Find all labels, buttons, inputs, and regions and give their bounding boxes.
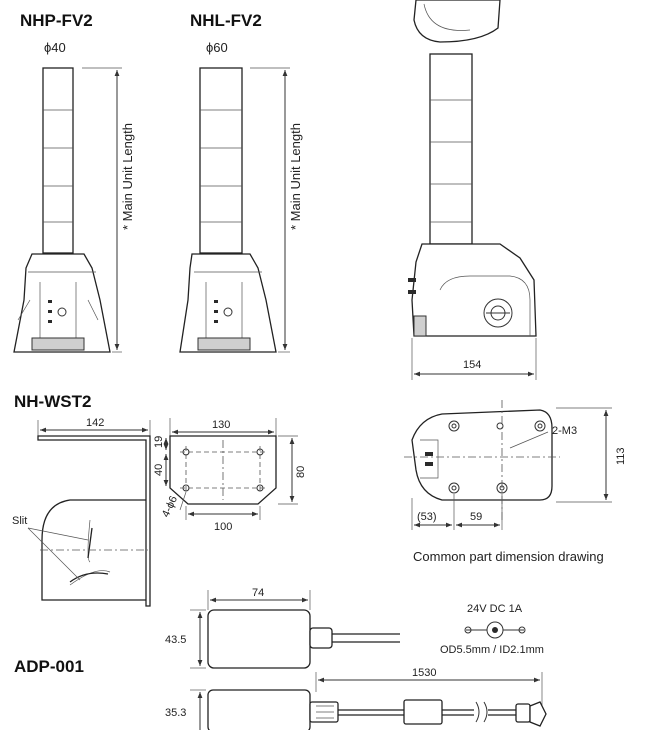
cable-length-label: 1530	[412, 667, 436, 679]
bracket-screws-label: 2-M3	[552, 425, 577, 437]
nhp-diameter-label: ϕ40	[44, 40, 66, 55]
hole-spacing-h-label: 100	[214, 521, 232, 533]
adapter-model-label: ADP-001	[14, 657, 84, 676]
nhp-length-note: * Main Unit Length	[120, 123, 135, 230]
nhp-model-label: NHP-FV2	[20, 11, 93, 30]
hole-spacing-v-label: 40	[153, 464, 165, 476]
bracket-model-label: NH-WST2	[14, 392, 91, 411]
edge-offset-label: 19	[153, 436, 165, 448]
offset-b-label: 59	[470, 511, 482, 523]
common-width-label: 154	[463, 359, 481, 371]
common-depth-label: 113	[615, 447, 627, 465]
nhl-model-label: NHL-FV2	[190, 11, 262, 30]
adapter-thickness-label: 35.3	[165, 707, 186, 719]
plate-width-label: 130	[212, 419, 230, 431]
adapter-height-label: 43.5	[165, 634, 186, 646]
nhl-diameter-label: ϕ60	[206, 40, 228, 55]
common-part-drawing: 2-M3 113 (53) 59 Common part dimension d…	[404, 400, 627, 564]
adapter-width-label: 74	[252, 587, 264, 599]
slit-label: Slit	[12, 515, 27, 527]
nhp-fv2-drawing: NHP-FV2 ϕ40 * Main Unit Length	[13, 11, 135, 353]
nhl-length-note: * Main Unit Length	[288, 123, 303, 230]
nhl-fv2-drawing: NHL-FV2 ϕ60 * Main Unit Length	[179, 11, 303, 353]
plate-height-label: 80	[295, 466, 307, 478]
holes-label: 4-ϕ6	[160, 494, 180, 519]
common-caption: Common part dimension drawing	[413, 549, 604, 564]
plug-label: OD5.5mm / ID2.1mm	[440, 644, 544, 656]
adp-001-drawing: ADP-001 74 43.5 24V DC 1A OD5.5mm / ID2.…	[14, 587, 547, 730]
side-view-drawing: 154	[408, 0, 537, 380]
nh-wst2-drawing: NH-WST2 142 Slit 130 19 40	[12, 392, 307, 607]
offset-a-label: (53)	[417, 511, 437, 523]
rating-label: 24V DC 1A	[467, 603, 523, 615]
bracket-length-label: 142	[86, 417, 104, 429]
